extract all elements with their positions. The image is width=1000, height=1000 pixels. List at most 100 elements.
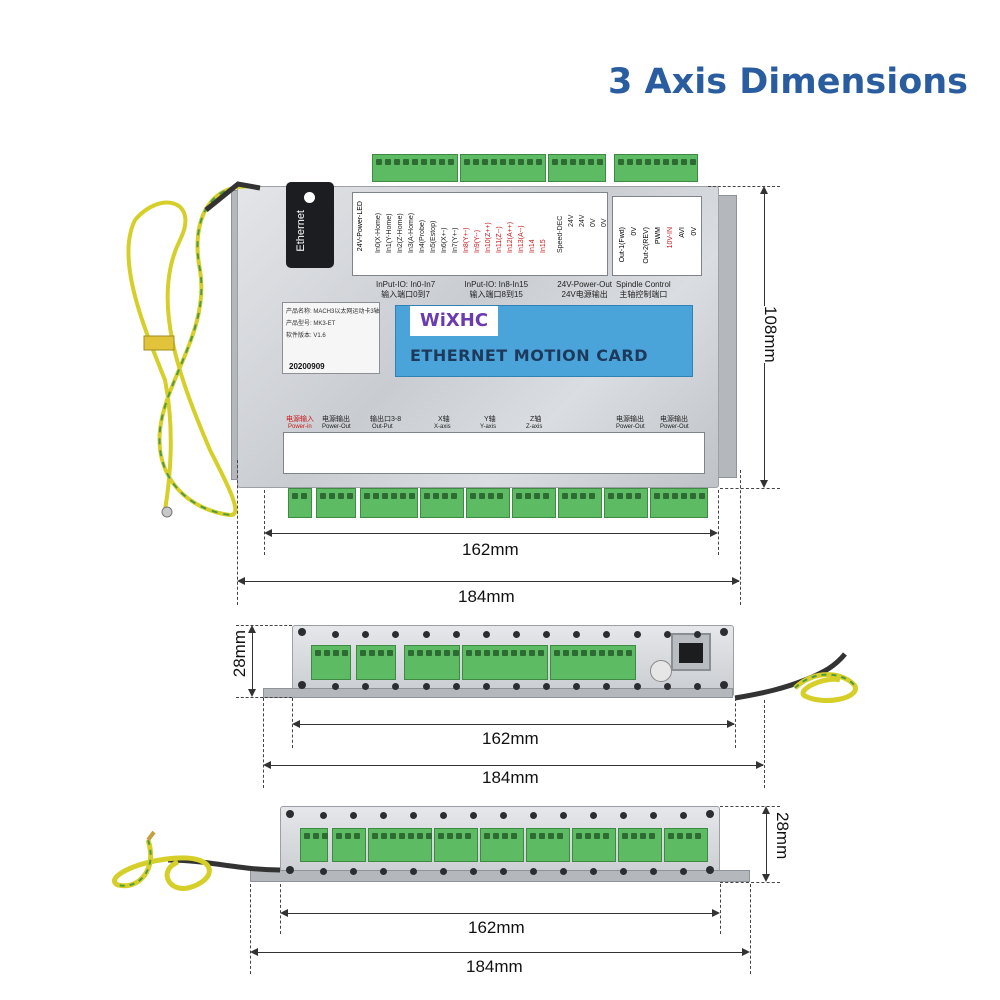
terminal-screw-icon [597,159,603,165]
arrow-down-icon [760,480,768,488]
terminal-block-bottom [466,488,510,518]
terminal-screw-icon [439,159,445,165]
terminal-screw-icon [484,833,490,839]
output-header-cn: Y轴 [484,416,496,423]
terminal-block-top-4 [614,154,698,182]
terminal-screw-icon [491,159,497,165]
vent-hole [530,868,537,875]
arrow-up-icon [248,625,256,633]
terminal-screw-icon [333,650,339,656]
terminal-screw-icon [571,493,577,499]
arrow-right-icon [742,948,750,956]
extension-line [263,698,264,788]
terminal-screw-icon [381,833,387,839]
terminal-block-side [356,645,396,680]
terminal-block-side [618,828,662,862]
terminal-screw-icon [581,650,587,656]
terminal-screw-icon [400,493,406,499]
vent-hole [410,868,417,875]
terminal-screw-icon [626,650,632,656]
info-date: 20200909 [289,362,325,371]
arrow-down-icon [762,874,770,882]
vent-hole [680,812,687,819]
terminal-screw-icon [475,650,481,656]
led-dot-icon [304,192,315,203]
vent-hole [452,631,460,638]
terminal-screw-icon [539,833,545,839]
spindle-caption: Spindle Control 主轴控制端口 [616,280,671,300]
vent-hole [440,812,447,819]
terminal-screw-icon [617,493,623,499]
ground-cable-top [126,181,261,518]
vent-hole [590,868,597,875]
vent-hole [440,868,447,875]
base-plate [263,688,733,698]
terminal-screw-icon [426,650,432,656]
terminal-screw-icon [608,493,614,499]
input-label: In15 [540,239,547,253]
terminal-screw-icon [336,833,342,839]
info-line-3: 软件版本: V1.6 [286,333,326,339]
terminal-screw-icon [473,159,479,165]
terminal-block-side [311,645,351,680]
terminal-screw-icon [345,833,351,839]
output-header-cn: 电源输出 [616,416,644,423]
terminal-screw-icon [409,493,415,499]
rj45-port-icon [671,633,711,671]
input-io-panel: 24V-Power-LED In0(X-Home) In1(Y-Home) In… [352,192,608,276]
screw-hole [298,628,306,636]
terminal-screw-icon [376,159,382,165]
terminal-screw-icon [479,493,485,499]
terminal-screw-icon [617,650,623,656]
vent-hole [560,868,567,875]
speed-label: Speed-DEC [557,215,564,253]
terminal-screw-icon [322,833,328,839]
extension-line [718,490,719,555]
terminal-screw-icon [482,159,488,165]
terminal-screw-icon [412,159,418,165]
terminal-screw-icon [654,493,660,499]
spindle-label: 0V [631,227,638,236]
terminal-screw-icon [488,493,494,499]
terminal-block-bottom [360,488,418,518]
output-header-en: Power-Out [616,424,645,430]
caption-in0-7: InPut-IO: In0-In7 [376,280,436,289]
vent-hole [422,631,430,638]
spindle-panel: Out-1(Fwd) 0V Out-2(REV) PWM 10V-IN AVI … [612,196,702,276]
input-label: In6(X+-) [441,227,448,253]
vent-hole [573,631,581,638]
terminal-screw-icon [442,493,448,499]
terminal-block-side [572,828,616,862]
terminal-block-side [526,828,570,862]
terminal-screw-icon [579,159,585,165]
arrow-up-icon [760,186,768,194]
terminal-screw-icon [421,159,427,165]
vent-hole [500,812,507,819]
terminal-block-top-1 [372,154,458,182]
io-captions: InPut-IO: In0-In7 输入端口0到7 InPut-IO: In8-… [376,280,612,300]
dim-side2-height: 28mm [773,812,792,860]
input-label: In1(Y-Home) [386,213,393,253]
terminal-block-side [404,645,460,680]
info-line-2: 产品型号: MK3-ET [286,321,336,327]
terminal-block-side [300,828,328,862]
terminal-screw-icon [645,159,651,165]
vent-hole [513,683,520,690]
caption-in8-15: InPut-IO: In8-In15 [464,280,529,289]
output-header-cn: 输出口3-8 [370,416,402,423]
spindle-label: AVI [679,227,686,238]
terminal-screw-icon [403,159,409,165]
power-out-label: 24V [579,214,586,227]
terminal-screw-icon [502,650,508,656]
terminal-screw-icon [315,650,321,656]
terminal-screw-icon [599,650,605,656]
vent-hole [320,868,327,875]
terminal-screw-icon [518,159,524,165]
terminal-screw-icon [464,159,470,165]
terminal-block-side [480,828,524,862]
terminal-screw-icon [387,650,393,656]
extension-line [720,884,721,934]
extension-line [740,470,741,605]
arrow-up-icon [762,806,770,814]
dim-top-inner-width: 162mm [460,540,521,560]
